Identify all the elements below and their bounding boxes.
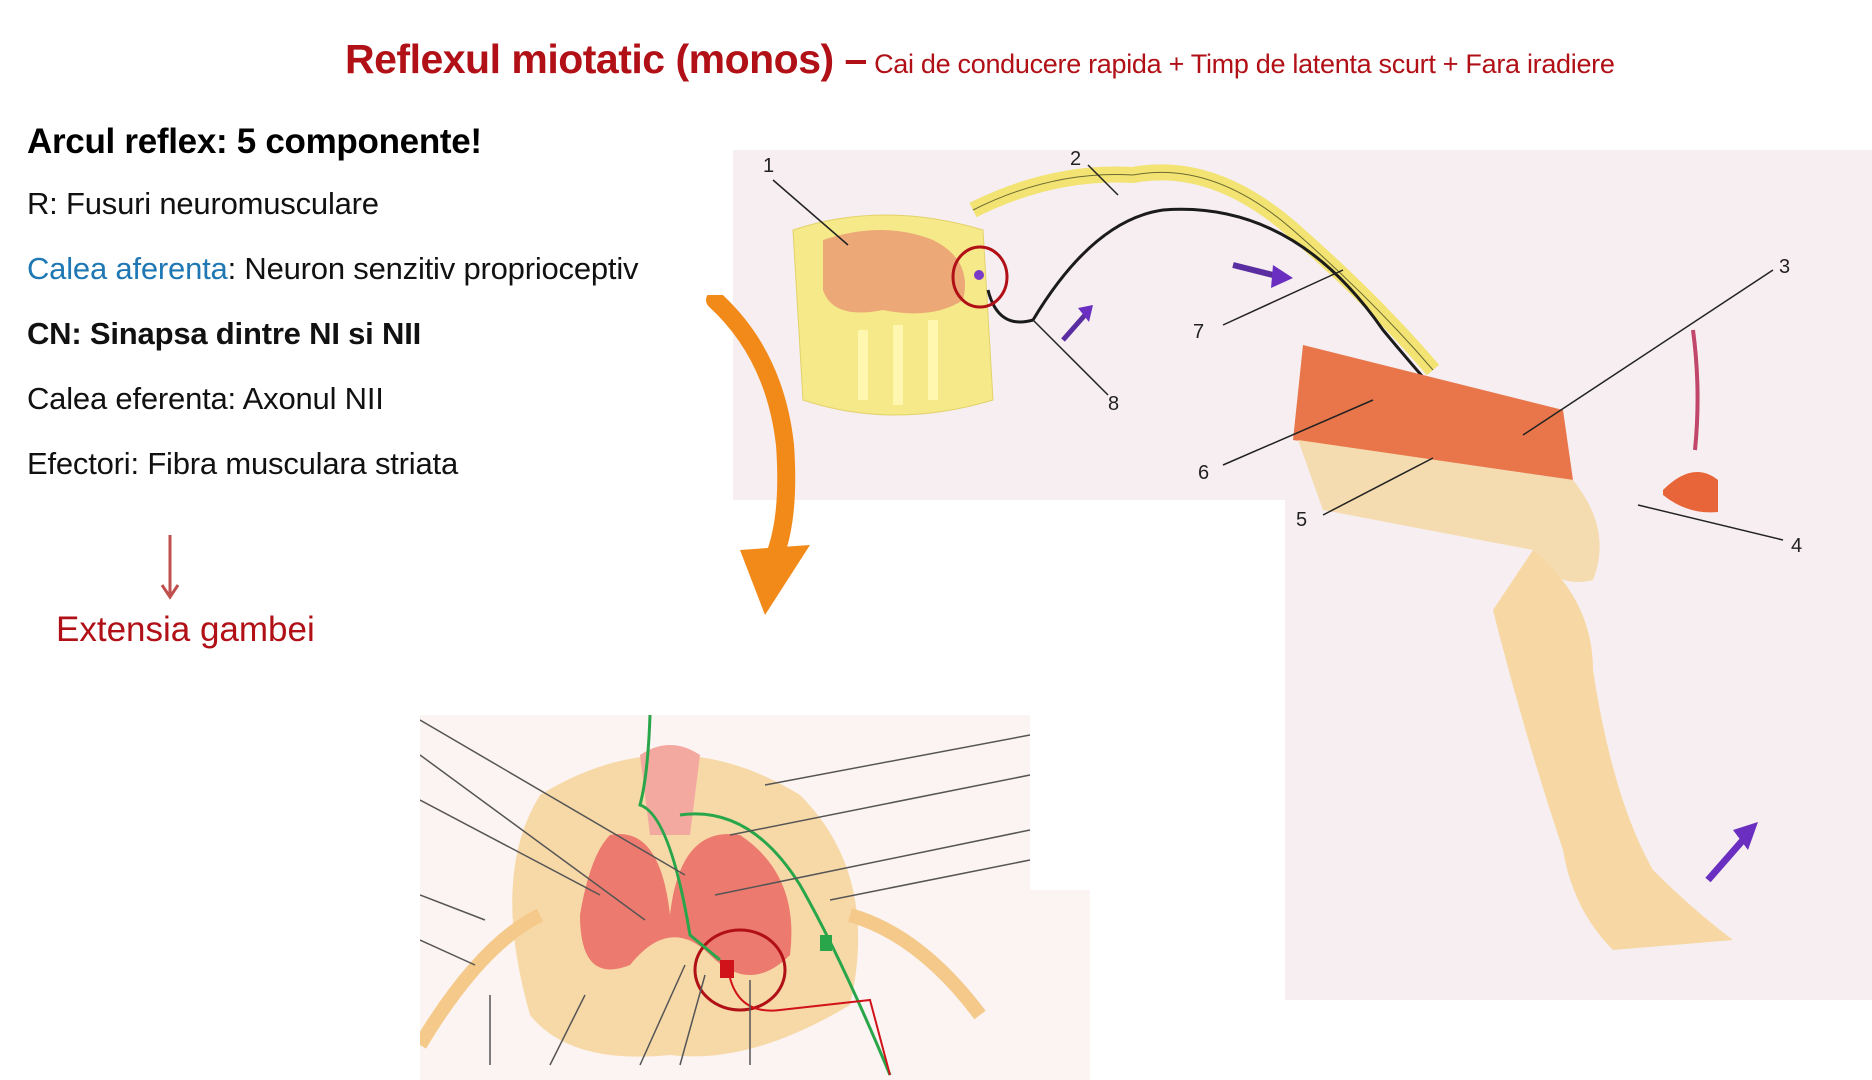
afferent-term: Calea aferenta <box>27 251 228 286</box>
svg-text:8: 8 <box>1108 393 1119 415</box>
svg-text:6: 6 <box>1198 462 1209 484</box>
list-heading: Arcul reflex: 5 componente! <box>27 122 482 161</box>
reflex-arc-list: Arcul reflex: 5 componente! R: Fusuri ne… <box>27 122 639 509</box>
list-item-efferent: Calea eferenta: Axonul NII <box>27 381 384 416</box>
list-item-center: CN: Sinapsa dintre NI si NII <box>27 316 422 351</box>
spinal-cord-illustration <box>792 214 994 416</box>
svg-text:3: 3 <box>1779 256 1790 278</box>
svg-text:4: 4 <box>1791 535 1802 557</box>
arrow-down-icon <box>160 533 180 603</box>
spinal-cord-cross-section <box>420 715 1090 1080</box>
title-main: Reflexul miotatic (monos) – <box>345 36 867 82</box>
orange-arrow-icon <box>705 295 825 625</box>
reflex-arc-diagram: 1 2 3 4 5 6 7 8 <box>733 150 1872 1000</box>
svg-text:1: 1 <box>763 155 774 177</box>
svg-text:2: 2 <box>1070 150 1081 170</box>
list-item-effector: Efectori: Fibra musculara striata <box>27 446 458 481</box>
list-item-receptor: R: Fusuri neuromusculare <box>27 186 379 221</box>
result-label: Extensia gambei <box>56 610 315 649</box>
list-item-afferent: Calea aferenta: Neuron senzitiv proprioc… <box>27 251 639 286</box>
svg-text:7: 7 <box>1193 321 1204 343</box>
svg-text:5: 5 <box>1296 509 1307 531</box>
slide-title: Reflexul miotatic (monos) – Cai de condu… <box>345 36 1615 83</box>
title-subtitle: Cai de conducere rapida + Timp de latent… <box>866 49 1615 79</box>
